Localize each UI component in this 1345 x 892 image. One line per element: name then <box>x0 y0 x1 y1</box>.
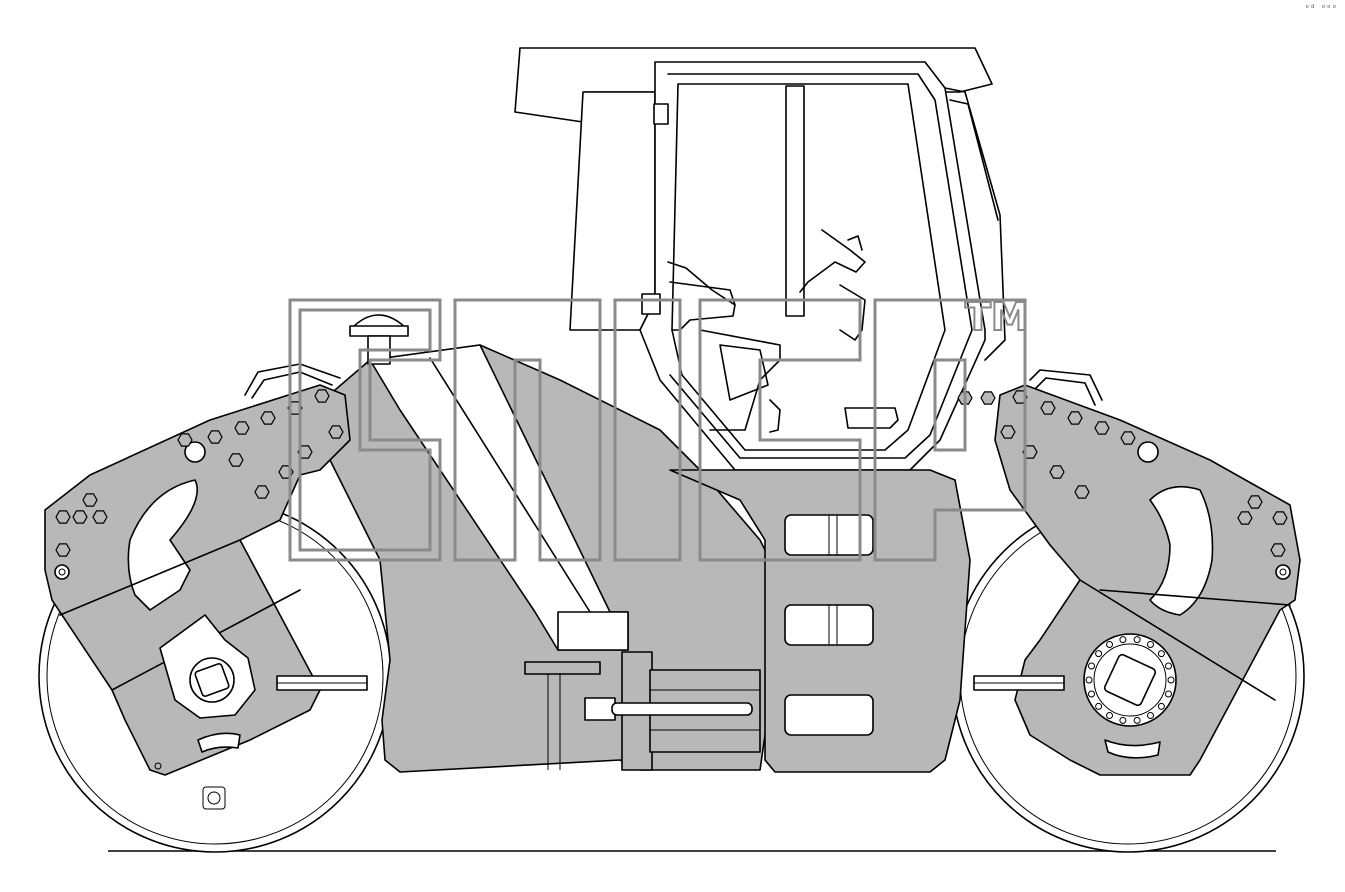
rear-frame-plate <box>44 384 351 776</box>
hub-rivet <box>1167 676 1175 684</box>
hex-bolt <box>228 453 244 467</box>
hex-bolt <box>207 430 223 444</box>
hub-rivet <box>1095 702 1103 710</box>
hex-bolt <box>1040 401 1056 415</box>
hex-bolt <box>177 433 193 447</box>
hex-bolt <box>1120 431 1136 445</box>
hex-bolt <box>1247 495 1263 509</box>
filler-cap <box>349 314 409 365</box>
watermark-trademark: TM <box>965 295 1029 339</box>
hex-bolt <box>1049 465 1065 479</box>
main-chassis <box>299 344 971 773</box>
hex-bolt <box>314 389 330 403</box>
hub-rivet <box>1147 641 1154 648</box>
hex-bolt <box>72 510 88 524</box>
hub-rivet <box>1095 650 1103 658</box>
hub-rivet <box>1157 650 1165 658</box>
hex-bolt <box>1094 421 1110 435</box>
hex-bolt <box>1270 543 1286 557</box>
hex-bolt <box>1000 425 1016 439</box>
hub-rivet <box>1147 712 1154 719</box>
hub-rivet <box>1088 662 1095 670</box>
hex-bolt <box>980 391 996 405</box>
front-frame-plate <box>994 384 1301 776</box>
hex-bolt <box>55 543 71 557</box>
front-handrail <box>1029 369 1103 401</box>
hex-bolt <box>82 493 98 507</box>
hub-rivet <box>1106 712 1113 719</box>
hex-bolt <box>1067 411 1083 425</box>
hex-bolt <box>234 421 250 435</box>
hex-bolt <box>1237 511 1253 525</box>
hub-rivet <box>1165 662 1172 670</box>
hub-rivet <box>1133 636 1141 644</box>
hub-rivet <box>1088 690 1095 698</box>
hex-bolt <box>260 411 276 425</box>
hub-rivet <box>1085 676 1093 684</box>
hex-bolt <box>55 510 71 524</box>
hex-bolt <box>1272 511 1288 525</box>
hex-bolt <box>92 510 108 524</box>
hub-rivet <box>1133 716 1141 724</box>
hub-rivet <box>1119 716 1127 724</box>
watermark: TM <box>288 294 1030 562</box>
hub-rivet <box>1157 702 1165 710</box>
hub-rivet <box>1106 641 1113 648</box>
hex-bolt <box>328 425 344 439</box>
cab <box>569 61 1006 471</box>
corner-mark: ᵒᵈ ᵒᵒᵒ <box>1304 4 1337 14</box>
hex-bolt <box>254 485 270 499</box>
hub-rivet <box>1165 690 1172 698</box>
hub-rivet <box>1119 636 1127 644</box>
rear-handrail <box>244 363 341 396</box>
hex-bolt <box>1074 485 1090 499</box>
